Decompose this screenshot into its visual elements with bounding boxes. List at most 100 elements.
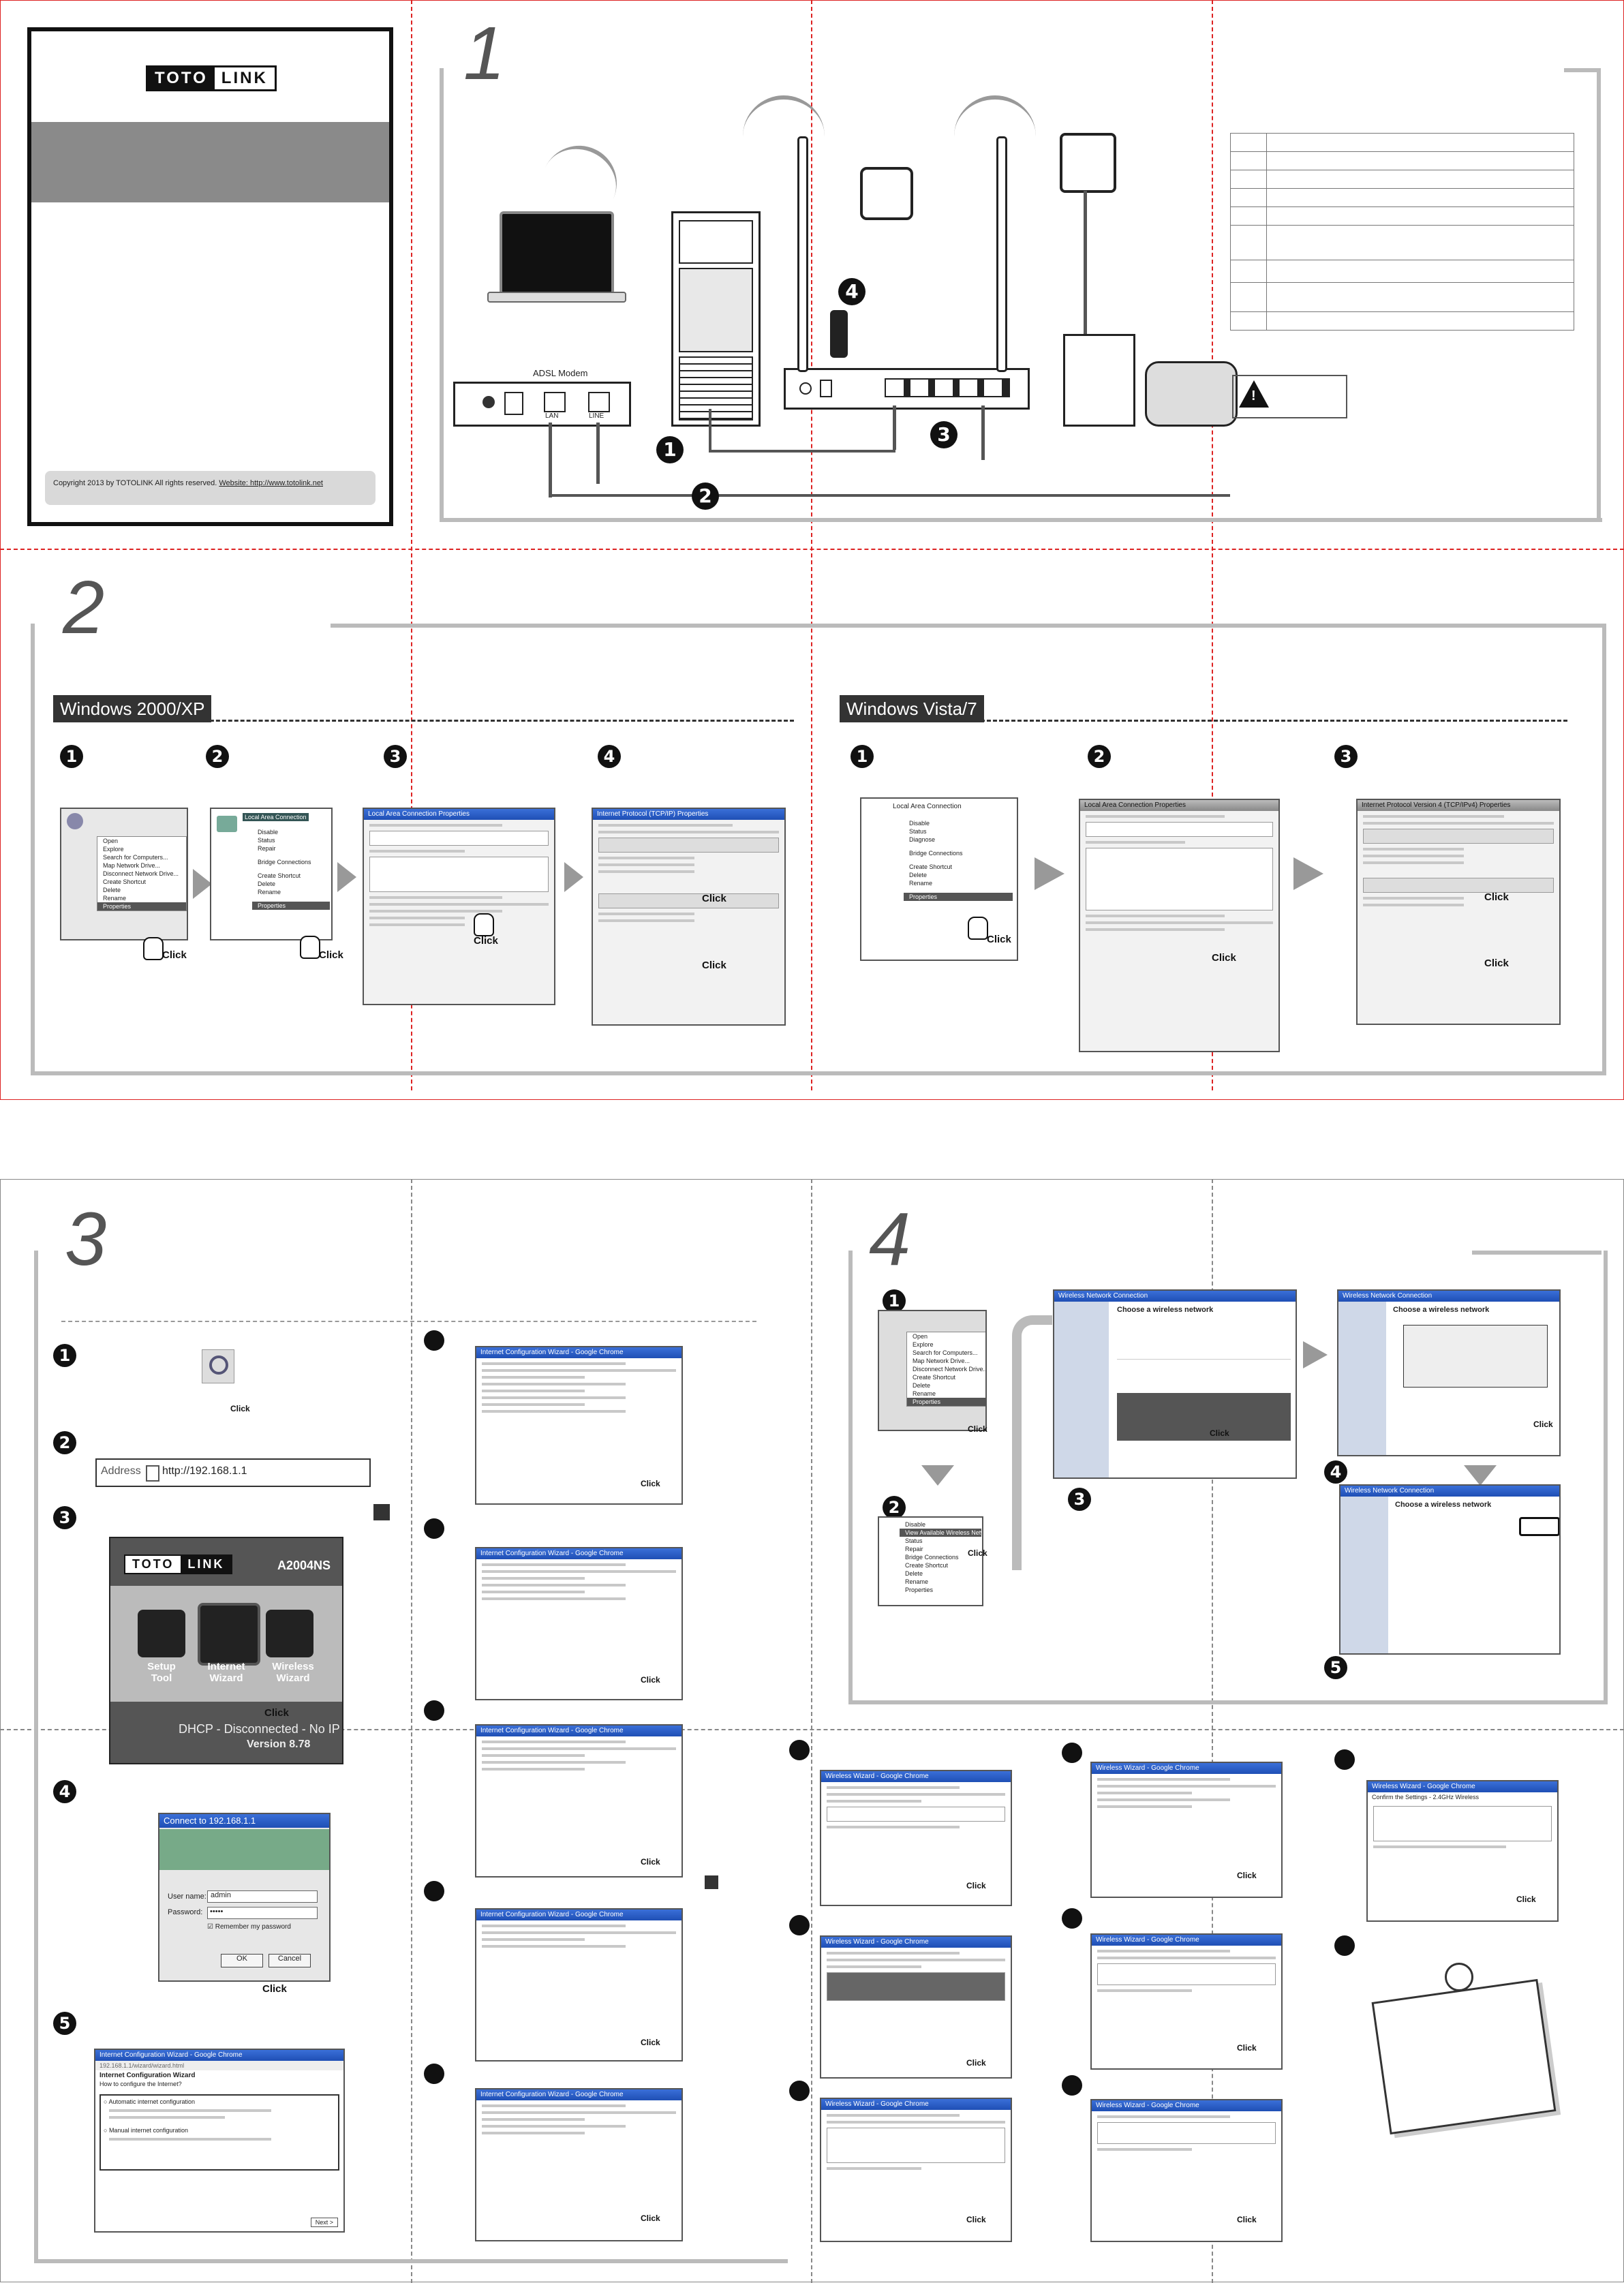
website-link[interactable]: Website: http://www.totolink.net [219,479,323,487]
telephone [1145,361,1238,427]
click-label: Click [230,1404,250,1413]
menu-rename[interactable]: Rename [905,1578,929,1585]
menu-repair[interactable]: Repair [905,1546,923,1552]
vista-step-3: 3 [1334,745,1358,768]
menu-bridge[interactable]: Bridge Connections [905,1554,959,1561]
menu-view-wireless[interactable]: View Available Wireless Networks [900,1529,982,1537]
address-bar[interactable]: Address http://192.168.1.1 [95,1458,371,1487]
menu-rename[interactable]: Rename [913,1390,936,1397]
menu-open[interactable]: Open [103,838,119,844]
arrow-icon [1293,857,1323,890]
menu-disable[interactable]: Disable [909,820,930,827]
cable-6 [981,405,985,460]
menu-repair[interactable]: Repair [258,845,276,852]
os-label-vista: Windows Vista/7 [840,695,984,722]
click-label: Click [641,2213,660,2223]
s3-substep-a [424,1330,444,1351]
window-title: Local Area Connection Properties [364,809,554,820]
window-title: Local Area Connection Properties [1080,800,1278,811]
click-label: Click [1484,891,1509,903]
vista-lan-title: Local Area Connection [893,803,962,810]
gear-icon [373,1504,390,1520]
click-label: Click [1212,952,1236,964]
menu-explore[interactable]: Explore [913,1341,934,1348]
menu-disconnect-drive[interactable]: Disconnect Network Drive... [913,1366,987,1373]
wireless-wizard-tile[interactable] [266,1610,313,1657]
ie-desktop-icon[interactable] [202,1349,234,1383]
wizard-option-manual[interactable]: ○ Manual internet configuration [104,2127,189,2134]
menu-shortcut[interactable]: Create Shortcut [909,863,953,870]
s4-substep-a [789,1740,810,1760]
menu-create-shortcut[interactable]: Create Shortcut [913,1374,956,1381]
menu-properties[interactable]: Properties [904,893,1013,901]
menu-shortcut[interactable]: Create Shortcut [258,872,301,879]
port-lan-label: LAN [545,412,559,420]
power-plug [830,310,848,358]
remember-checkbox[interactable]: ☑ Remember my password [207,1923,291,1931]
click-label: Click [1516,1895,1536,1904]
wizard-sub: How to configure the Internet? [99,2081,182,2087]
menu-properties[interactable]: Properties [907,1398,985,1406]
gear-icon [705,1875,718,1889]
wizard-option-auto[interactable]: ○ Automatic internet configuration [104,2098,196,2105]
cancel-button[interactable]: Cancel [269,1954,311,1967]
click-label: Click [1210,1428,1229,1438]
menu-status[interactable]: Status [905,1537,923,1544]
setup-tool-tile[interactable] [138,1610,185,1657]
menu-delete[interactable]: Delete [258,880,276,887]
menu-delete[interactable]: Delete [103,887,121,893]
menu-properties[interactable]: Properties [97,902,186,910]
setup-tool-label: Setup Tool [147,1661,176,1684]
internet-wizard-tile[interactable] [198,1603,260,1666]
cover-panel: TOTO LINK Copyright 2013 by TOTOLINK All… [27,27,393,526]
menu-delete[interactable]: Delete [905,1570,923,1577]
s3-substep-d [424,1881,444,1901]
menu-rename[interactable]: Rename [258,889,281,895]
menu-shortcut[interactable]: Create Shortcut [905,1562,949,1569]
menu-properties[interactable]: Properties [905,1587,934,1593]
vista-tcpip-window: Internet Protocol Version 4 (TCP/IPv4) P… [1356,799,1561,1025]
splitter [1063,334,1135,427]
password-field[interactable]: ••••• [207,1907,318,1919]
address-value[interactable]: http://192.168.1.1 [162,1465,247,1477]
s4-desktop-menu: Open Explore Search for Computers... Map… [878,1310,987,1431]
s4-step-3: 3 [1068,1488,1091,1511]
wireless-wizard-label: Wireless Wizard [272,1661,314,1684]
menu-disconnect-drive[interactable]: Disconnect Network Drive... [103,870,179,877]
wifi-waves-icon [954,95,1036,140]
menu-properties[interactable]: Properties [252,902,330,910]
window-title: Internet Protocol Version 4 (TCP/IPv4) P… [1358,800,1559,811]
choose-network-heading: Choose a wireless network [1395,1501,1492,1509]
menu-create-shortcut[interactable]: Create Shortcut [103,878,147,885]
menu-bridge[interactable]: Bridge Connections [258,859,311,865]
user-field[interactable]: admin [207,1890,318,1903]
click-label: Click [968,1424,987,1434]
menu-rename[interactable]: Rename [909,880,933,887]
section4-frame-top [1472,1251,1602,1255]
menu-search[interactable]: Search for Computers... [913,1349,978,1356]
menu-diagnose[interactable]: Diagnose [909,836,936,843]
menu-status[interactable]: Status [258,837,275,844]
menu-bridge[interactable]: Bridge Connections [909,850,963,857]
menu-map-drive[interactable]: Map Network Drive... [103,862,161,869]
menu-delete[interactable]: Delete [909,872,928,878]
arrow-icon [1035,857,1064,890]
next-button[interactable]: Next > [310,2218,338,2227]
menu-disable[interactable]: Disable [905,1521,926,1528]
menu-status[interactable]: Status [909,828,927,835]
menu-search[interactable]: Search for Computers... [103,854,168,861]
section3-frame [34,1251,788,2263]
menu-map-drive[interactable]: Map Network Drive... [913,1358,970,1364]
menu-explore[interactable]: Explore [103,846,124,853]
menu-open[interactable]: Open [913,1333,928,1340]
click-label: Click [702,893,726,904]
xp-step-4: 4 [598,745,621,768]
wizard-screen: Internet Configuration Wizard - Google C… [475,1908,683,2062]
menu-delete[interactable]: Delete [913,1382,931,1389]
menu-disable[interactable]: Disable [258,829,279,836]
ok-button[interactable]: OK [221,1954,263,1967]
menu-rename[interactable]: Rename [103,895,127,902]
wireless-wizard-screen: Wireless Wizard - Google Chrome [820,2098,1012,2242]
wizard-screen: Internet Configuration Wizard - Google C… [475,1547,683,1700]
wifi-title: Wireless Network Connection [1338,1291,1559,1302]
